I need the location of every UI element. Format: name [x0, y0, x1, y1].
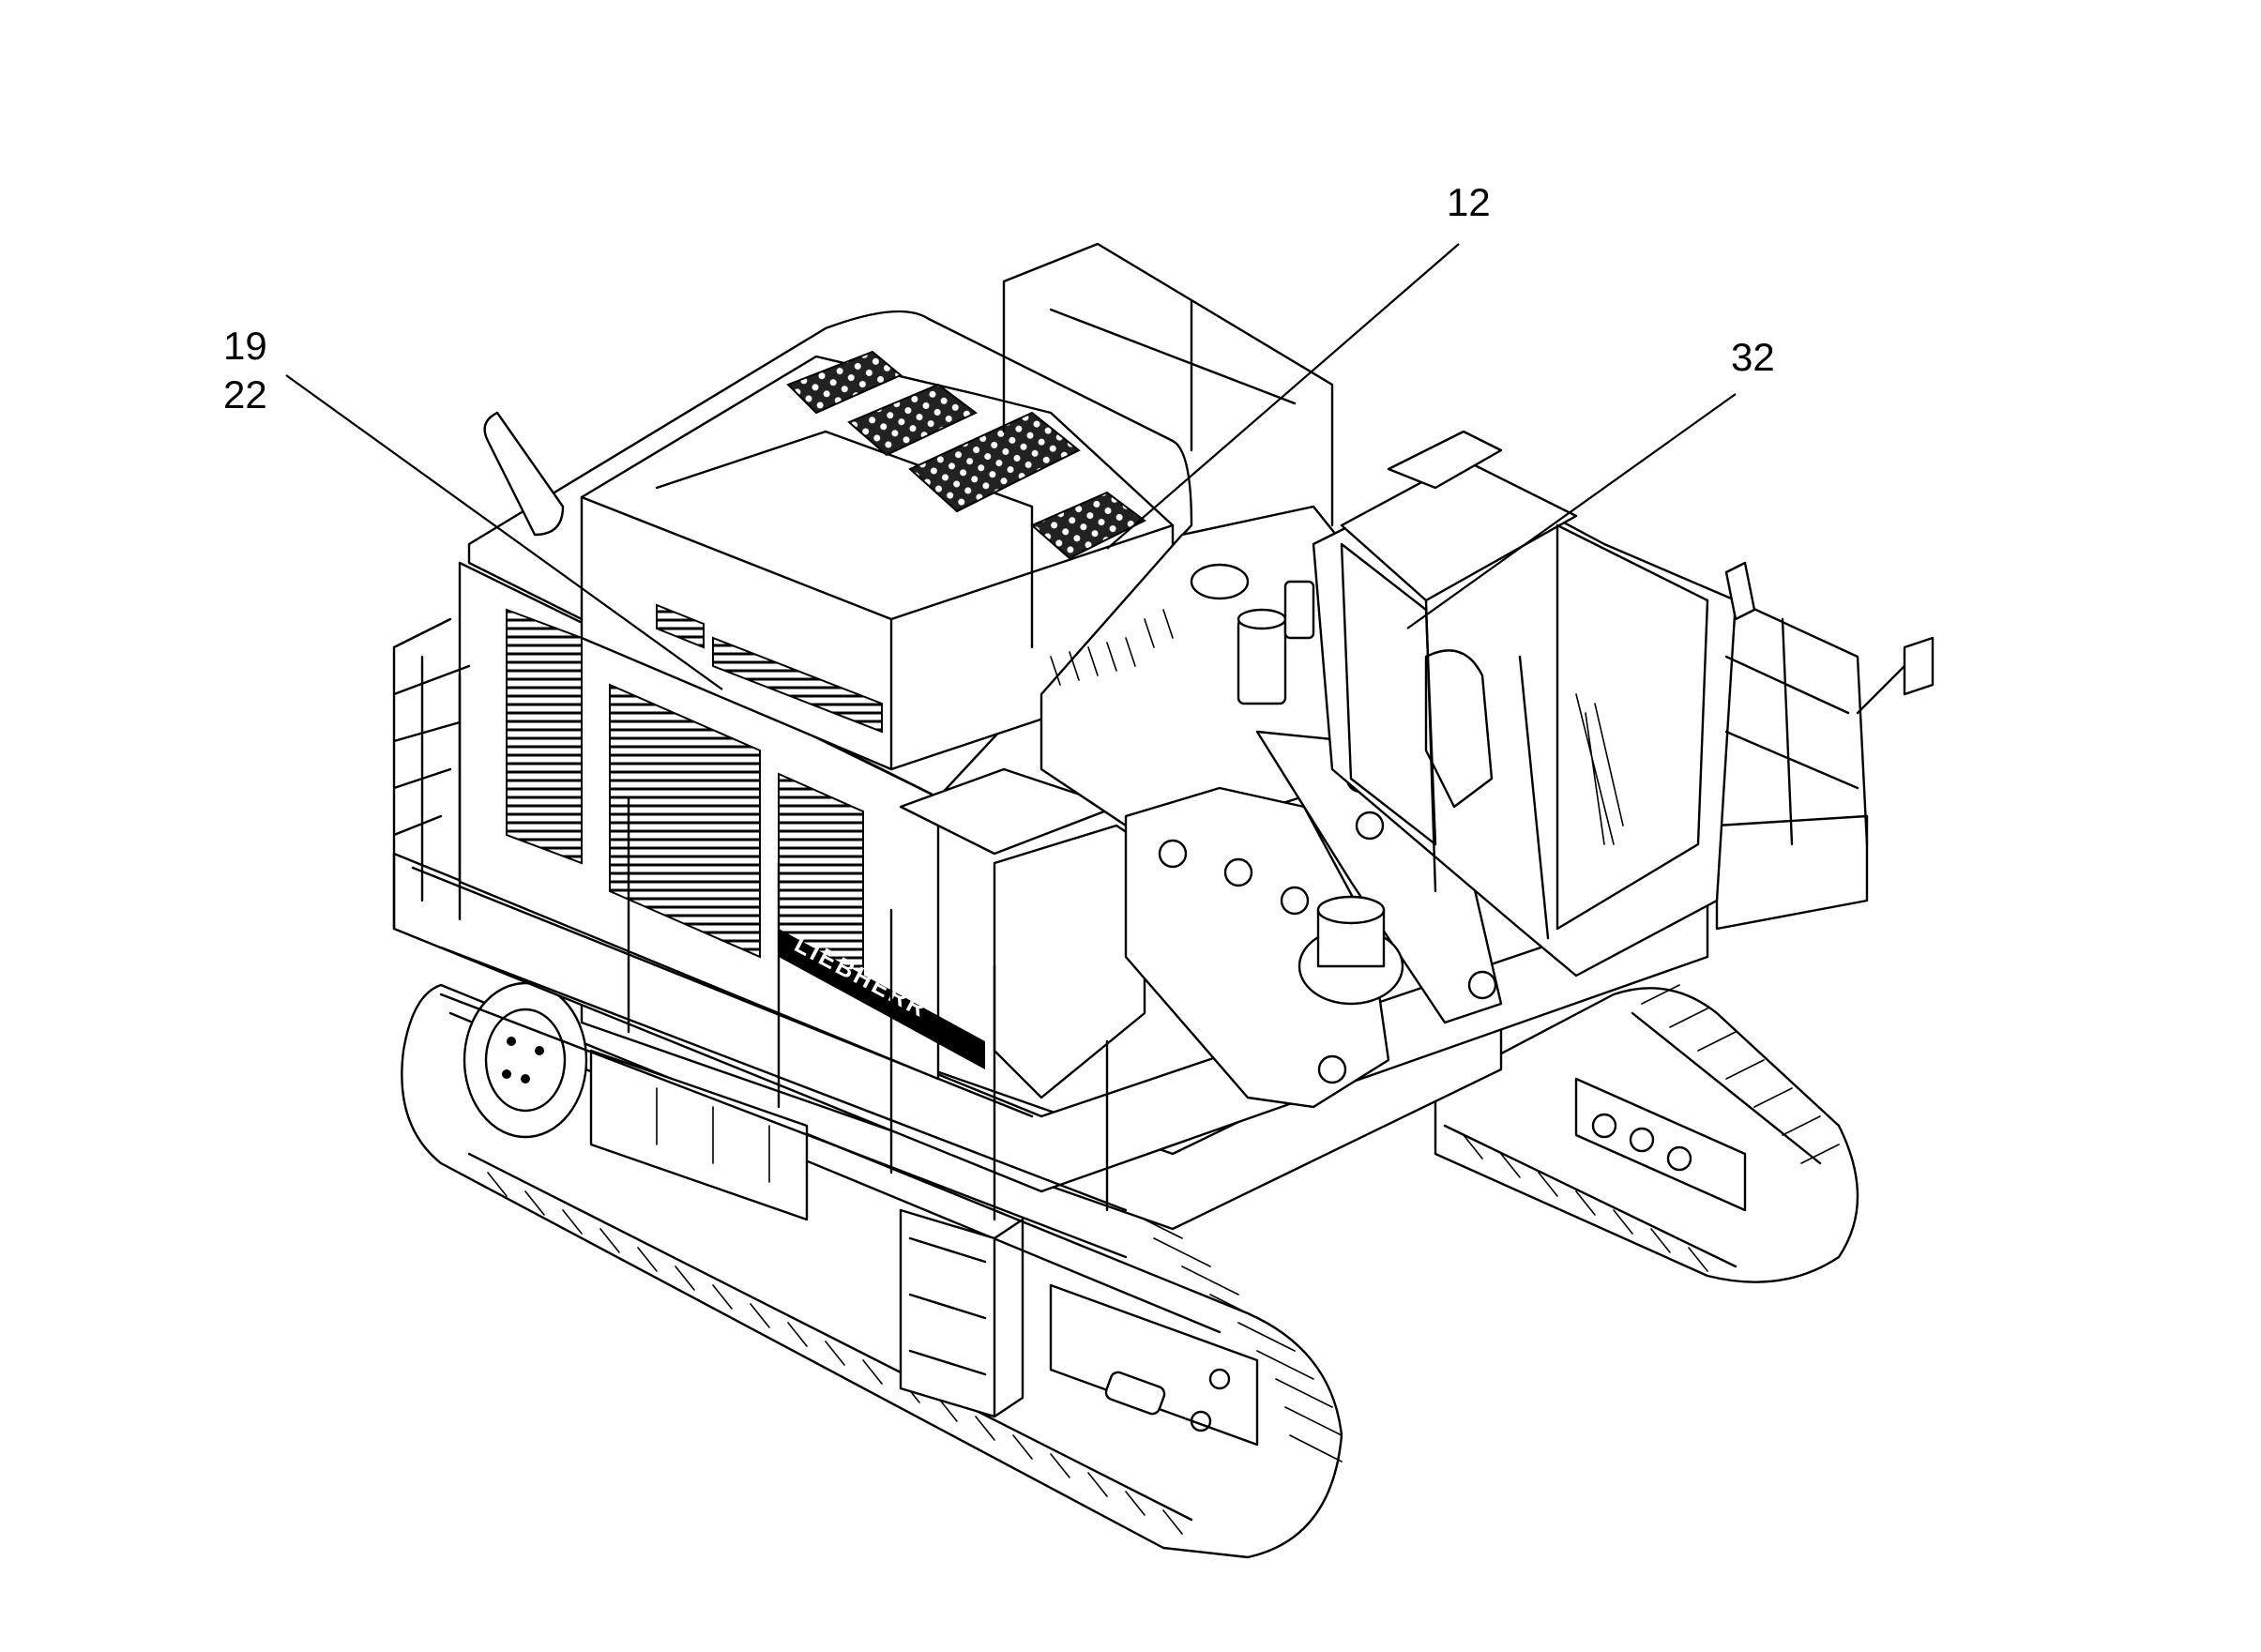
access-ladder — [899, 1208, 1024, 1418]
operator-cab — [1312, 430, 1737, 978]
leader-19-22 — [285, 374, 723, 690]
handrails — [392, 242, 1935, 1259]
engine-housing — [458, 310, 1193, 1099]
callout-19: 19 — [223, 324, 267, 368]
track-shoes — [487, 1172, 1343, 1535]
callout-12: 12 — [1447, 180, 1491, 224]
boom-mount — [1124, 730, 1503, 1109]
callouts: 12 19 22 32 — [223, 180, 1775, 690]
callout-32: 32 — [1731, 335, 1775, 379]
leader-32 — [1406, 393, 1737, 629]
callout-22: 22 — [223, 372, 267, 417]
drive-sprocket — [463, 981, 588, 1139]
right-crawler-track — [1434, 984, 1859, 1283]
leader-12 — [1106, 243, 1460, 550]
